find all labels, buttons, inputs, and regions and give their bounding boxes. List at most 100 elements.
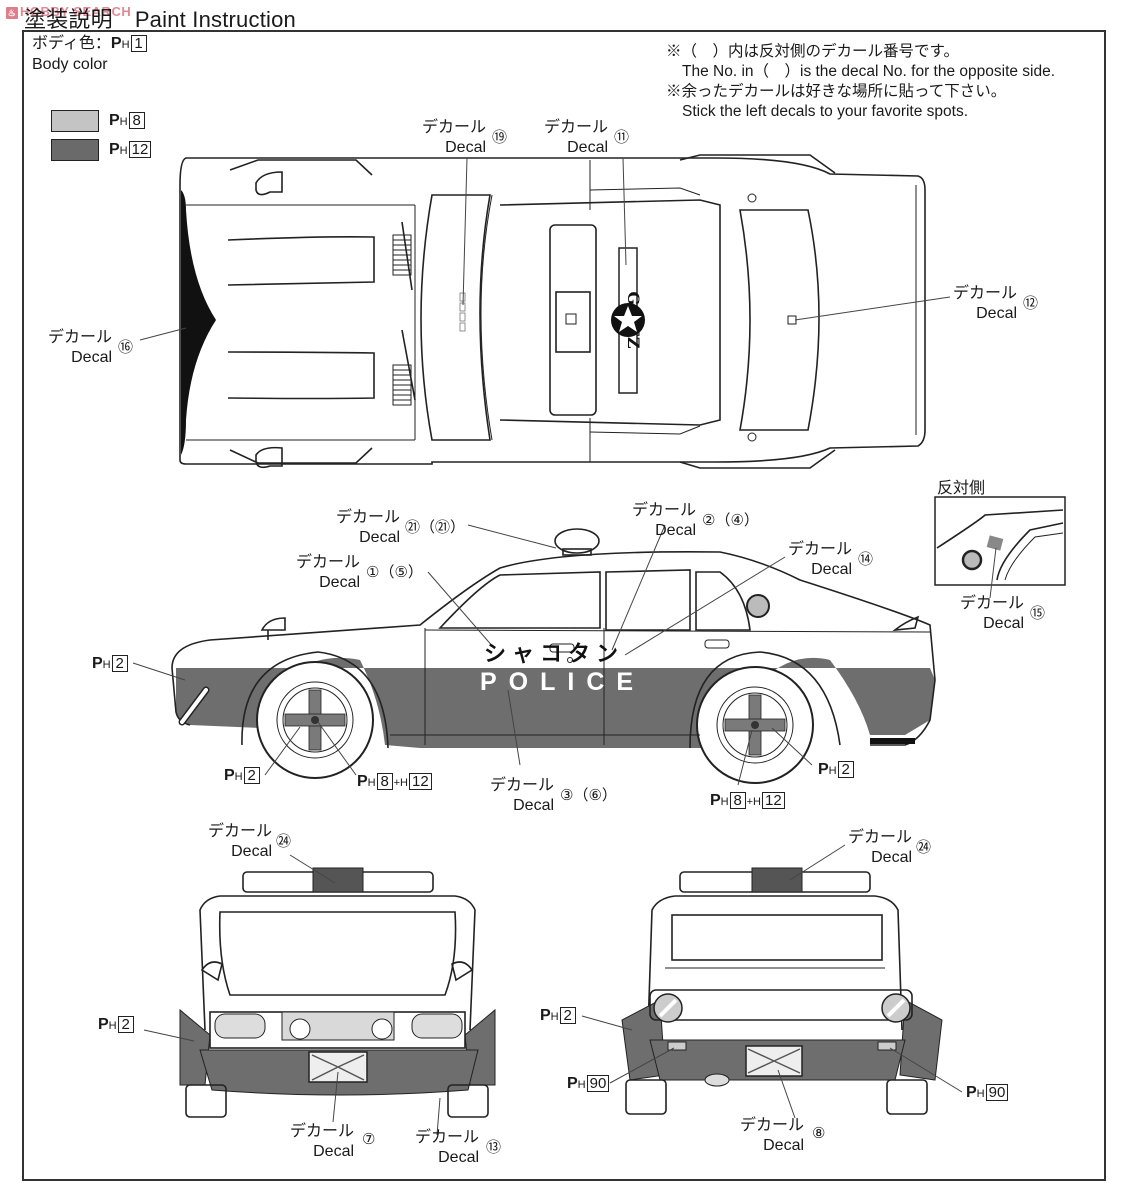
paint-plus: +H: [746, 796, 761, 808]
decal-number: ⑲: [492, 129, 508, 146]
paint-sub: H: [102, 659, 111, 671]
body-color-jp: ボディ色：: [32, 35, 111, 52]
decal-number: ⑦: [362, 1131, 376, 1148]
callout-decal-16: デカール Decal: [48, 328, 112, 368]
decal-jp: デカール: [415, 1129, 480, 1146]
note-2-en: Stick the left decals to your favorite s…: [682, 103, 969, 120]
paint-number-2: 12: [409, 773, 432, 790]
watermark-text: HOBBY SEARCH: [20, 4, 132, 19]
decal-jp: デカール: [953, 285, 1018, 302]
paint-prefix: P: [92, 655, 103, 672]
decal-number-opposite: （⑤）: [379, 564, 423, 581]
decal-jp: デカール: [336, 509, 401, 526]
decal-jp: デカール: [788, 541, 853, 558]
page-title: 塗装説明 Paint Instruction: [24, 2, 296, 34]
paint-number: 1: [130, 35, 147, 52]
decal-number-opposite: （⑥）: [573, 787, 617, 804]
paint-sub: H: [119, 116, 128, 128]
roof-beacon: [554, 528, 600, 554]
paint-sub: H: [367, 777, 376, 789]
decal-en: Decal: [319, 574, 361, 591]
paint-prefix: P: [224, 767, 235, 784]
decal-en: Decal: [231, 843, 273, 860]
paint-sub: H: [550, 1011, 559, 1023]
decal-12-rear-window: [787, 315, 797, 325]
paint-number: 2: [837, 761, 854, 778]
legend-swatch-light: [51, 110, 99, 132]
paint-number: 2: [559, 1007, 576, 1024]
decal-number: ⑪: [614, 129, 630, 146]
paint-sub: H: [234, 771, 243, 783]
paint-number: 12: [128, 141, 152, 158]
decal-en: Decal: [313, 1143, 355, 1160]
decal-en: Decal: [763, 1137, 805, 1154]
watermark-logo-icon: ♨: [6, 7, 18, 19]
decal-number: ⑮: [1030, 605, 1046, 622]
callout-decal-12: デカール Decal: [953, 284, 1017, 324]
paint-sub: H: [720, 796, 729, 808]
note-2-jp: ※余ったデカールは好きな場所に貼って下さい。: [666, 83, 1007, 100]
paint-prefix: P: [818, 761, 829, 778]
decal-en: Decal: [976, 305, 1018, 322]
decal-number: ③（⑥）: [560, 784, 617, 805]
title-en: Paint Instruction: [134, 7, 296, 32]
decal-number: ㉔: [276, 833, 292, 850]
decal-number: ㉑（㉑）: [405, 516, 465, 537]
paint-sub: H: [577, 1079, 586, 1091]
decal-jp: デカール: [48, 329, 113, 346]
paint-number: 90: [985, 1084, 1009, 1101]
decal-16-nose: [181, 190, 216, 455]
body-color-en: Body color: [32, 56, 108, 73]
decal-en: Decal: [71, 349, 113, 366]
paint-prefix: P: [710, 792, 721, 809]
paint-sub: H: [108, 1020, 117, 1032]
paint-prefix: P: [540, 1007, 551, 1024]
paint-number: 8: [128, 112, 145, 129]
decal-jp: デカール: [740, 1117, 805, 1134]
decal-1-door-text: シャコタン: [484, 641, 625, 666]
decal-number: ②（④）: [702, 509, 759, 530]
paint-prefix: P: [109, 112, 120, 129]
paint-plus: +H: [393, 777, 408, 789]
paint-number: 8: [729, 792, 746, 809]
decal-number-opposite: （④）: [715, 512, 759, 529]
paint-prefix: P: [567, 1075, 578, 1092]
decal-en: Decal: [871, 849, 913, 866]
decal-number-main: ②: [702, 512, 716, 529]
decal-en: Decal: [445, 139, 487, 156]
decal-number-main: ㉑: [405, 519, 421, 536]
callout-decal-14: デカール Decal: [788, 540, 852, 580]
decal-3-police-text: POLICE: [480, 668, 646, 696]
decal-number: ⑭: [858, 551, 874, 568]
decal-en: Decal: [811, 561, 853, 578]
paint-number: 2: [111, 655, 128, 672]
callout-decal-8: デカール Decal: [740, 1116, 804, 1156]
title-jp: 塗装説明: [24, 7, 113, 32]
paint-prefix: P: [109, 141, 120, 158]
paint-prefix: P: [98, 1016, 109, 1033]
decal-number: ⑫: [1023, 295, 1039, 312]
decal-jp: デカール: [848, 829, 913, 846]
callout-decal-21: デカール Decal: [336, 508, 400, 548]
mirror-icon: [255, 446, 283, 469]
notes: ※（ ）内は反対側のデカール番号です。 The No. in（ ）is the …: [666, 42, 1055, 122]
decal-number: ⑧: [812, 1125, 826, 1142]
decal-en: Decal: [359, 529, 401, 546]
